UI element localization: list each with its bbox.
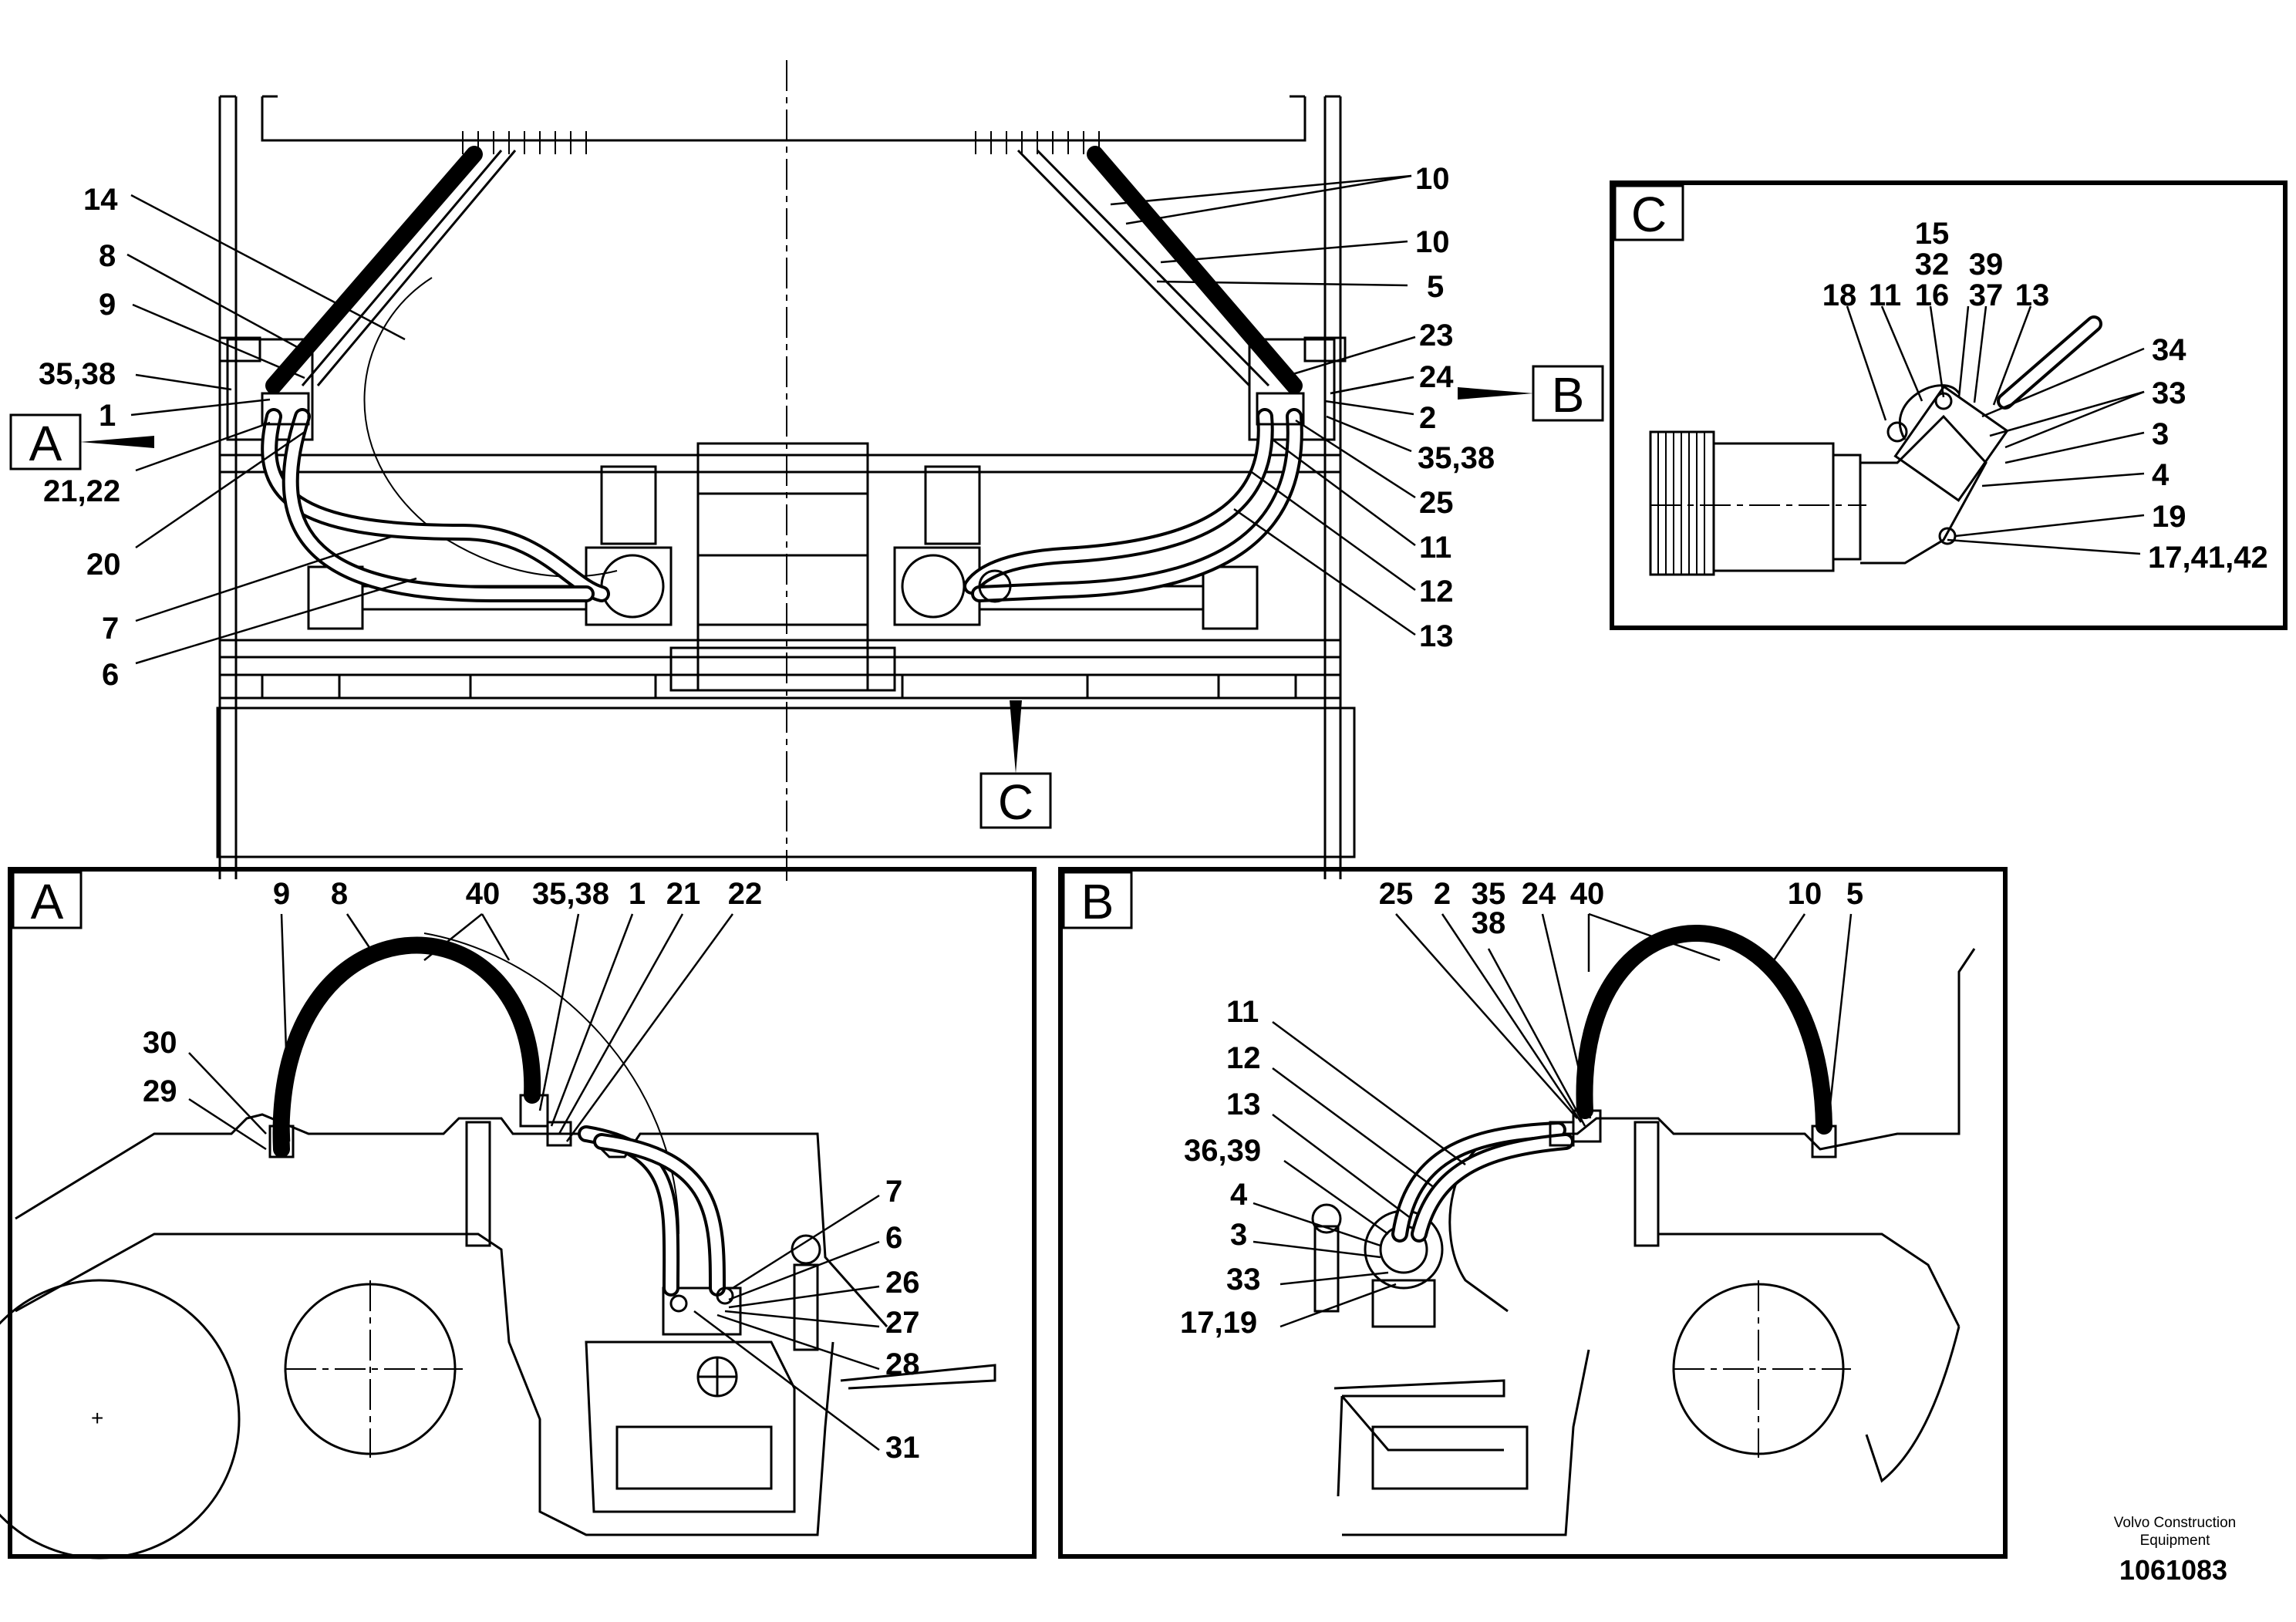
detail-b-label-6: 10 <box>1788 877 1822 911</box>
detail-b-label-3: 38 <box>1472 906 1506 940</box>
callout-box-a: A <box>9 413 154 471</box>
detail-a-label-12: 27 <box>885 1306 920 1340</box>
detail-a-label-11: 26 <box>885 1266 920 1300</box>
detail-c-label-6: 11 <box>1869 278 1901 312</box>
detail-a-label-14: 31 <box>885 1431 920 1465</box>
main-label-left-1: 8 <box>99 239 116 273</box>
detail-b-label-5: 40 <box>1570 877 1605 911</box>
detail-a-label-5: 21 <box>666 877 701 911</box>
detail-a-label-8: 29 <box>143 1074 177 1108</box>
svg-text:C: C <box>998 774 1033 830</box>
detail-c-label-3: 16 <box>1915 278 1950 312</box>
detail-a-label-9: 7 <box>885 1175 902 1209</box>
detail-b-label-15: 17,19 <box>1180 1306 1257 1340</box>
callout-box-c: C <box>979 700 1052 830</box>
detail-b-label-11: 36,39 <box>1184 1134 1261 1168</box>
svg-text:+: + <box>91 1406 103 1430</box>
detail-b-label-14: 33 <box>1226 1263 1261 1297</box>
detail-c-label-1: 32 <box>1915 248 1950 282</box>
detail-a-label-0: 9 <box>273 877 290 911</box>
main-label-right-0: 10 <box>1415 162 1450 196</box>
detail-view-b: B <box>1058 867 2008 1559</box>
detail-c-label-8: 34 <box>2152 333 2186 367</box>
detail-b-label-12: 4 <box>1230 1178 1248 1212</box>
detail-a-label-6: 22 <box>728 877 763 911</box>
detail-view-c: C <box>1610 180 2288 630</box>
detail-b-label-8: 11 <box>1226 995 1259 1029</box>
detail-b-label-10: 13 <box>1226 1088 1261 1121</box>
main-label-right-1: 10 <box>1415 225 1450 259</box>
detail-view-a: A + <box>0 867 1037 1560</box>
main-label-right-7: 25 <box>1419 486 1454 520</box>
detail-c-label-4: 37 <box>1969 278 2004 312</box>
detail-b-label-9: 12 <box>1226 1041 1261 1075</box>
detail-a-title: A <box>31 874 64 929</box>
main-label-right-10: 13 <box>1419 619 1454 653</box>
main-label-left-0: 14 <box>83 183 118 217</box>
main-label-left-7: 7 <box>102 612 119 646</box>
main-label-right-6: 35,38 <box>1418 441 1495 475</box>
detail-b-title: B <box>1081 874 1114 929</box>
detail-c-title: C <box>1631 187 1667 242</box>
detail-c-label-11: 4 <box>2152 458 2170 492</box>
detail-c-label-5: 18 <box>1822 278 1857 312</box>
detail-a-label-1: 8 <box>331 877 348 911</box>
detail-b-label-7: 5 <box>1846 877 1863 911</box>
detail-a-label-3: 35,38 <box>532 877 609 911</box>
main-label-right-9: 12 <box>1419 575 1454 609</box>
detail-a-label-13: 28 <box>885 1347 920 1381</box>
detail-c-label-7: 13 <box>2015 278 2050 312</box>
brand-line-1: Volvo Construction <box>2114 1515 2236 1531</box>
document-number: 1061083 <box>2119 1554 2227 1586</box>
main-label-left-6: 20 <box>86 548 121 582</box>
main-label-left-4: 1 <box>99 399 116 433</box>
main-label-right-3: 23 <box>1419 319 1454 352</box>
detail-a-label-10: 6 <box>885 1221 902 1255</box>
svg-text:B: B <box>1552 367 1585 423</box>
callout-box-b: B <box>1458 365 1604 423</box>
main-label-left-3: 35,38 <box>39 357 116 391</box>
footer-branding: Volvo Construction Equipment 1061083 <box>2114 1515 2236 1586</box>
detail-c-label-9: 33 <box>2152 376 2186 410</box>
detail-c-label-2: 39 <box>1969 248 2004 282</box>
detail-a-label-7: 30 <box>143 1026 177 1060</box>
main-label-right-4: 24 <box>1419 360 1454 394</box>
main-label-right-5: 2 <box>1419 401 1436 435</box>
brand-line-2: Equipment <box>2140 1533 2211 1549</box>
svg-text:A: A <box>29 416 62 471</box>
detail-b-label-0: 25 <box>1379 877 1414 911</box>
detail-c-label-13: 17,41,42 <box>2148 541 2268 575</box>
main-label-left-2: 9 <box>99 288 116 322</box>
main-label-right-2: 5 <box>1427 270 1444 304</box>
main-label-right-8: 11 <box>1419 531 1451 565</box>
detail-c-label-10: 3 <box>2152 417 2169 451</box>
detail-b-label-13: 3 <box>1230 1218 1247 1252</box>
detail-c-label-12: 19 <box>2152 500 2186 534</box>
detail-b-label-1: 2 <box>1434 877 1451 911</box>
detail-a-label-4: 1 <box>629 877 646 911</box>
detail-a-label-2: 40 <box>466 877 501 911</box>
main-assembly-view: A B C <box>9 60 1604 887</box>
detail-b-label-4: 24 <box>1522 877 1556 911</box>
detail-c-label-0: 15 <box>1915 217 1950 251</box>
detail-b-label-2: 35 <box>1472 877 1506 911</box>
main-label-left-5: 21,22 <box>43 474 120 508</box>
main-label-left-8: 6 <box>102 658 119 692</box>
